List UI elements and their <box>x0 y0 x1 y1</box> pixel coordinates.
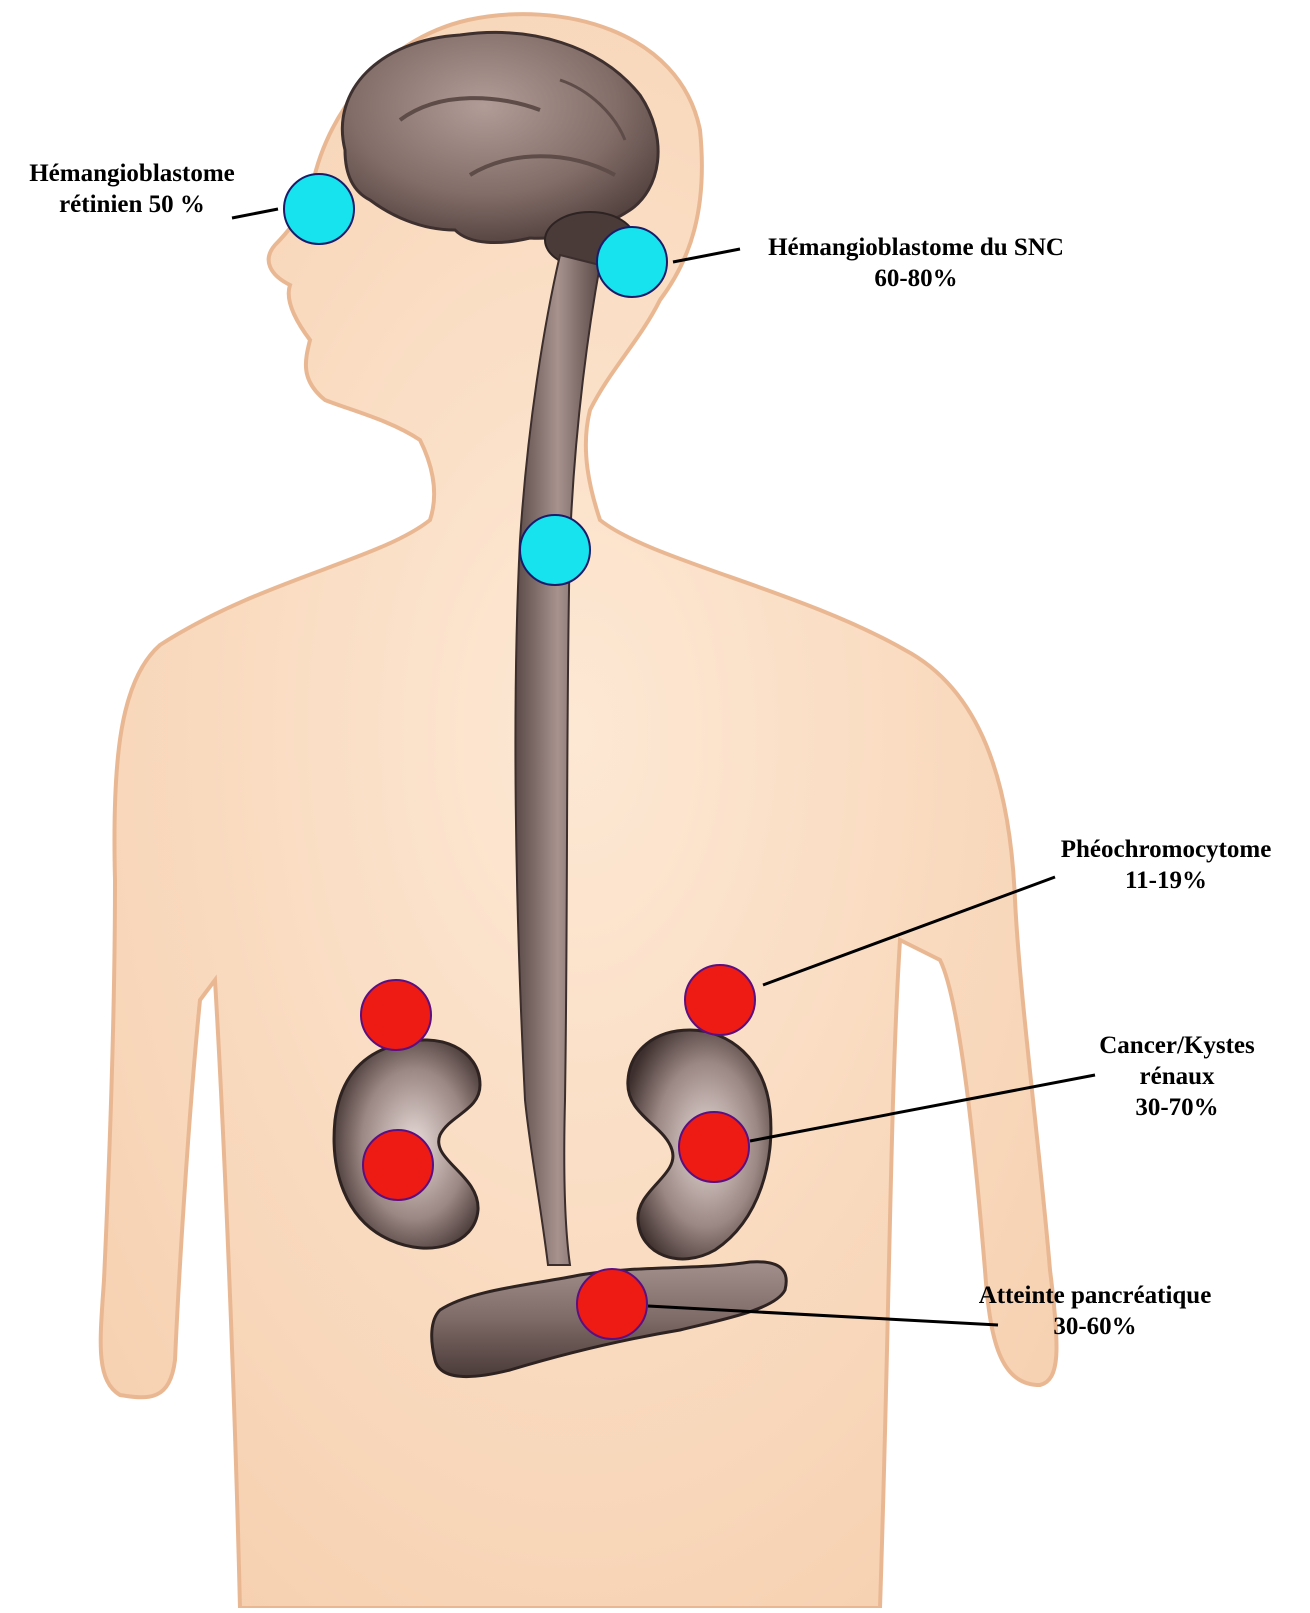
label-line: Phéochromocytome <box>1036 834 1296 865</box>
right-adrenal-marker <box>685 965 755 1035</box>
label-renal-cancer-cysts: Cancer/Kystes rénaux 30-70% <box>1070 1030 1284 1123</box>
label-line: rénaux <box>1070 1061 1284 1092</box>
left-kidney-marker <box>363 1130 433 1200</box>
left-adrenal-marker <box>361 980 431 1050</box>
label-cns-hemangioblastoma: Hémangioblastome du SNC 60-80% <box>736 232 1096 294</box>
label-line: Cancer/Kystes <box>1070 1030 1284 1061</box>
label-line: rétinien 50 % <box>0 189 264 220</box>
right-kidney-marker <box>679 1112 749 1182</box>
spinal-marker <box>520 515 590 585</box>
label-line: 30-60% <box>950 1311 1240 1342</box>
pancreas-marker <box>577 1269 647 1339</box>
label-retinal-hemangioblastoma: Hémangioblastome rétinien 50 % <box>0 158 264 220</box>
label-line: Hémangioblastome du SNC <box>736 232 1096 263</box>
label-line: 30-70% <box>1070 1092 1284 1123</box>
label-line: Hémangioblastome <box>0 158 264 189</box>
label-line: 60-80% <box>736 263 1096 294</box>
label-pancreatic-involvement: Atteinte pancréatique 30-60% <box>950 1280 1240 1342</box>
label-line: Atteinte pancréatique <box>950 1280 1240 1311</box>
label-pheochromocytoma: Phéochromocytome 11-19% <box>1036 834 1296 896</box>
retina-marker <box>284 174 354 244</box>
cerebellum-marker <box>597 227 667 297</box>
label-line: 11-19% <box>1036 865 1296 896</box>
